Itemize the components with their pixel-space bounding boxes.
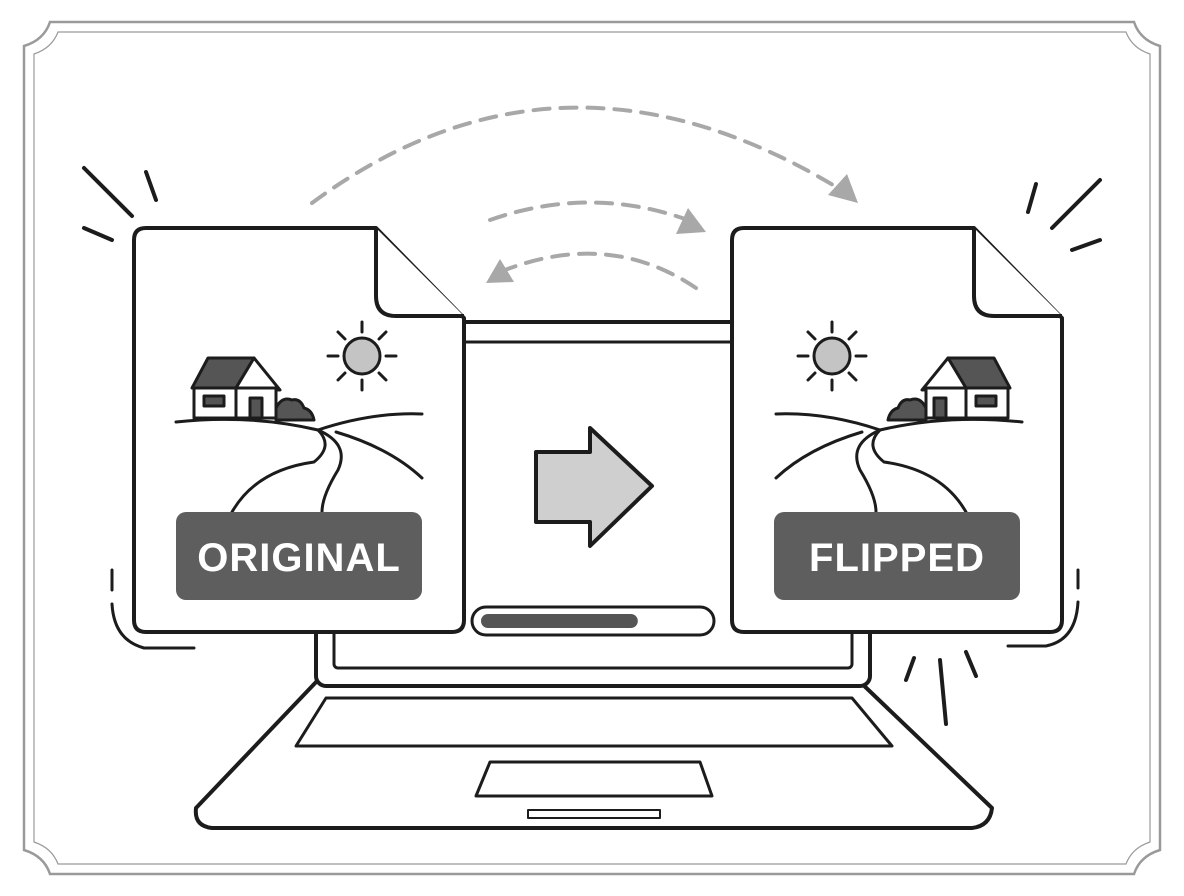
document-fold [374,228,464,318]
card-motion-marks [110,568,1080,650]
hills-and-path [774,412,1024,514]
document-fold [972,228,1062,318]
flipped-label-badge [774,512,1020,600]
flip-motion-arcs [310,105,840,290]
flipped-label: FLIPPED [809,536,985,580]
decorative-frame [22,20,1162,876]
progress-fill [481,614,638,628]
house-icon [886,356,1012,422]
laptop-keyboard [294,696,894,748]
hills-and-path [174,412,424,514]
original-label-badge [176,512,422,600]
house-icon [190,356,316,422]
lower-arc-arrowhead [486,259,514,283]
sparkle-lines-top-left [82,166,158,242]
sun-icon [326,320,398,392]
sparkle-lines-bottom-right [904,650,978,726]
progress-bar [470,605,716,637]
lower-dashed-arc [503,251,698,290]
arrow-right-icon [534,426,654,548]
landscape-scene [174,320,424,514]
original-document-card: ORIGINAL [132,226,466,634]
top-arc-arrowhead [828,174,858,203]
top-dashed-arc [310,105,840,205]
landscape-scene-mirrored [774,320,1024,514]
flipped-document-card: FLIPPED [730,226,1064,634]
sun-icon [796,320,868,392]
original-label: ORIGINAL [197,536,401,580]
sparkle-lines-top-right [1026,178,1102,252]
laptop-front-notch [527,809,661,819]
middle-dashed-arc [488,200,690,222]
middle-arc-arrowhead [676,208,706,234]
arc-arrowheads [486,174,858,283]
laptop-touchpad [474,760,714,798]
